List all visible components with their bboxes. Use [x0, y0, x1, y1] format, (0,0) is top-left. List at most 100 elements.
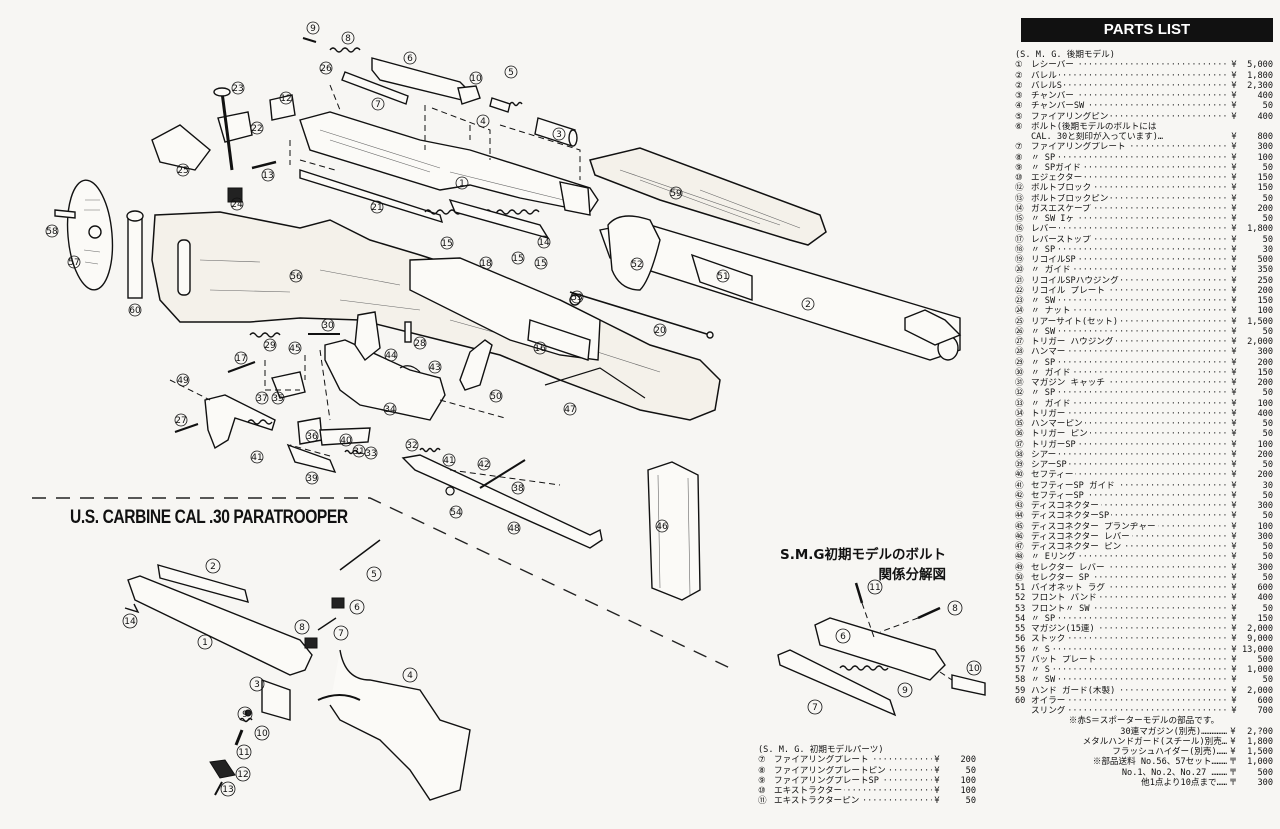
part-name: レバー	[1031, 224, 1229, 235]
svg-text:14: 14	[124, 617, 136, 627]
early-bolt-callout: 6	[835, 628, 851, 644]
part-name: エキストラクター	[774, 786, 932, 796]
svg-text:5: 5	[371, 570, 377, 580]
extra-row: No.1、No.2、No.27 ………〒500	[1015, 768, 1273, 778]
part-name: バレル	[1031, 70, 1229, 81]
part-name: ディスコネクター レバー	[1031, 531, 1229, 542]
main-callout: 39	[305, 471, 319, 485]
part-name: フロント〃 SW	[1031, 603, 1229, 614]
part-number: ㊶	[1015, 480, 1024, 491]
paratrooper-exploded-view	[124, 539, 471, 801]
main-callout: 13	[261, 168, 275, 182]
main-callout: 15	[511, 251, 525, 265]
part-name: シアーSP	[1031, 460, 1229, 470]
main-callout: 9	[306, 21, 320, 35]
part-name: ガスエスケープ	[1031, 203, 1229, 214]
main-callout: 22	[250, 121, 264, 135]
part-number: ⑦	[1015, 142, 1023, 153]
part-number: ㉑	[1015, 275, 1024, 286]
part-price: 200	[1257, 357, 1273, 368]
svg-text:8: 8	[345, 34, 351, 44]
svg-text:7: 7	[338, 629, 344, 639]
part-row: ㉝ 〃 ガイド¥100	[1015, 398, 1273, 409]
currency-symbol: ¥	[1231, 306, 1237, 317]
currency-symbol: ¥	[1231, 562, 1237, 573]
part-number: ㉕	[1015, 316, 1024, 327]
part-name: 〃 S	[1031, 644, 1229, 655]
part-name: セレクター SP	[1031, 572, 1229, 583]
currency-symbol: ¥	[934, 775, 940, 786]
svg-text:17: 17	[235, 354, 246, 364]
part-price: 2,000	[1247, 685, 1273, 696]
currency-symbol: ¥	[1231, 91, 1237, 101]
part-row: ⑨ 〃 SPガイド¥50	[1015, 162, 1273, 173]
part-number: ①	[1015, 60, 1023, 71]
main-callout: 38	[511, 481, 525, 495]
part-number: 58	[1015, 675, 1026, 686]
extra-price: 1,000	[1247, 757, 1273, 768]
part-price: 150	[1257, 613, 1273, 624]
svg-text:9: 9	[242, 710, 248, 720]
part-number: ⑬	[1015, 193, 1024, 204]
part-price: 350	[1257, 265, 1273, 276]
currency-symbol: ¥	[1231, 255, 1237, 265]
currency-symbol: ¥	[1231, 214, 1237, 224]
svg-text:3: 3	[556, 130, 562, 140]
currency-symbol: ¥	[1231, 142, 1237, 153]
para-receiver-cover	[157, 564, 249, 603]
parts-list-panel: PARTS LIST (S. M. G. 後期モデル) ①レシーバー¥5,000…	[1015, 18, 1273, 788]
part-number: ㊻	[1015, 531, 1024, 542]
currency-symbol: ¥	[1231, 337, 1237, 347]
extra-row: ※部品送料 No.56、57セット………〒1,000	[1015, 757, 1273, 767]
currency-symbol: ¥	[1231, 408, 1237, 419]
extra-name: フラッシュハイダー(別売)……	[1112, 747, 1227, 757]
part-number: ⑲	[1015, 255, 1024, 265]
svg-text:59: 59	[670, 189, 682, 199]
part-name: ディスコネクター ピン	[1031, 542, 1229, 552]
svg-text:56: 56	[290, 272, 302, 282]
svg-text:48: 48	[508, 524, 520, 534]
part-number: ㊷	[1015, 490, 1024, 501]
currency-symbol: ¥	[1231, 357, 1237, 368]
part-name: バット プレート	[1031, 654, 1229, 665]
part-name: 〃 SP	[1031, 613, 1229, 624]
currency-symbol: ¥	[1231, 439, 1237, 450]
currency-symbol: ¥	[1231, 634, 1237, 645]
part-number: ㉜	[1015, 388, 1024, 399]
extra-name: 30連マガジン(別売)……………	[1120, 726, 1227, 737]
part-price: 200	[1257, 470, 1273, 481]
rear-sight	[151, 124, 211, 171]
part-price: 5,000	[1247, 60, 1273, 71]
currency-symbol: ¥	[1231, 419, 1237, 429]
part-number: ㊿	[1015, 572, 1024, 583]
part-price: 200	[1257, 449, 1273, 460]
part-name: チャンバー	[1031, 91, 1229, 101]
part-price: 500	[1257, 654, 1273, 665]
part-name: 〃 SP	[1031, 388, 1229, 399]
firing-plate	[341, 71, 409, 105]
svg-text:9: 9	[310, 24, 316, 34]
part-name: 〃 SP	[1031, 357, 1229, 368]
main-callout: 8	[341, 31, 355, 45]
part-number: ㊲	[1015, 439, 1024, 450]
currency-symbol: ¥	[1231, 470, 1237, 481]
extra-row: 他1点より10点まで……〒300	[1015, 778, 1273, 788]
currency-symbol: ¥	[1231, 480, 1237, 491]
svg-text:15: 15	[441, 239, 452, 249]
svg-text:15: 15	[535, 259, 546, 269]
part-number: ㉙	[1015, 357, 1024, 368]
recoil-spring-housing	[299, 169, 444, 224]
extra-name: No.1、No.2、No.27 ………	[1121, 767, 1227, 778]
part-name: 〃 ガイド	[1031, 398, 1229, 409]
svg-text:22: 22	[251, 124, 262, 134]
svg-text:11: 11	[869, 583, 880, 593]
part-price: 50	[1262, 552, 1273, 563]
currency-symbol: ¥	[1231, 132, 1237, 142]
